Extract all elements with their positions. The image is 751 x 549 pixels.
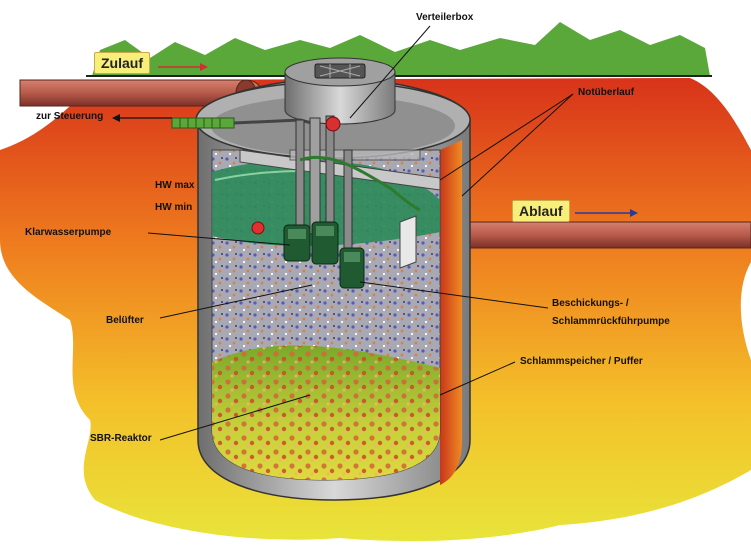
clear-water-pump [283, 224, 311, 262]
sludge-storage-label: Schlammspeicher / Puffer [520, 356, 643, 367]
feeding-pump-label-line2: Schlammrückführpumpe [552, 316, 670, 327]
grass-strip [92, 22, 710, 76]
sludge-return-pump [339, 247, 365, 289]
outflow-label: Ablauf [512, 200, 570, 222]
feeding-pump-label-line1: Beschickungs- / [552, 298, 629, 309]
tank-inner-right [440, 140, 462, 485]
to-control-label: zur Steuerung [36, 111, 104, 122]
inflow-label: Zulauf [94, 52, 150, 74]
float-switch [251, 221, 265, 235]
hw-max-label: HW max [155, 180, 195, 191]
clear-water-pump-label: Klarwasserpumpe [25, 227, 112, 238]
hw-min-label: HW min [155, 202, 193, 213]
emergency-overflow-label: Notüberlauf [578, 87, 635, 98]
valve-red [325, 116, 341, 132]
overflow-baffle [399, 215, 417, 269]
control-cable-conduit [171, 117, 235, 129]
aerator-label: Belüfter [106, 315, 144, 326]
feeding-pump [311, 221, 339, 265]
sbr-reactor-label: SBR-Reaktor [90, 433, 152, 444]
distribution-box-label: Verteilerbox [416, 12, 474, 23]
